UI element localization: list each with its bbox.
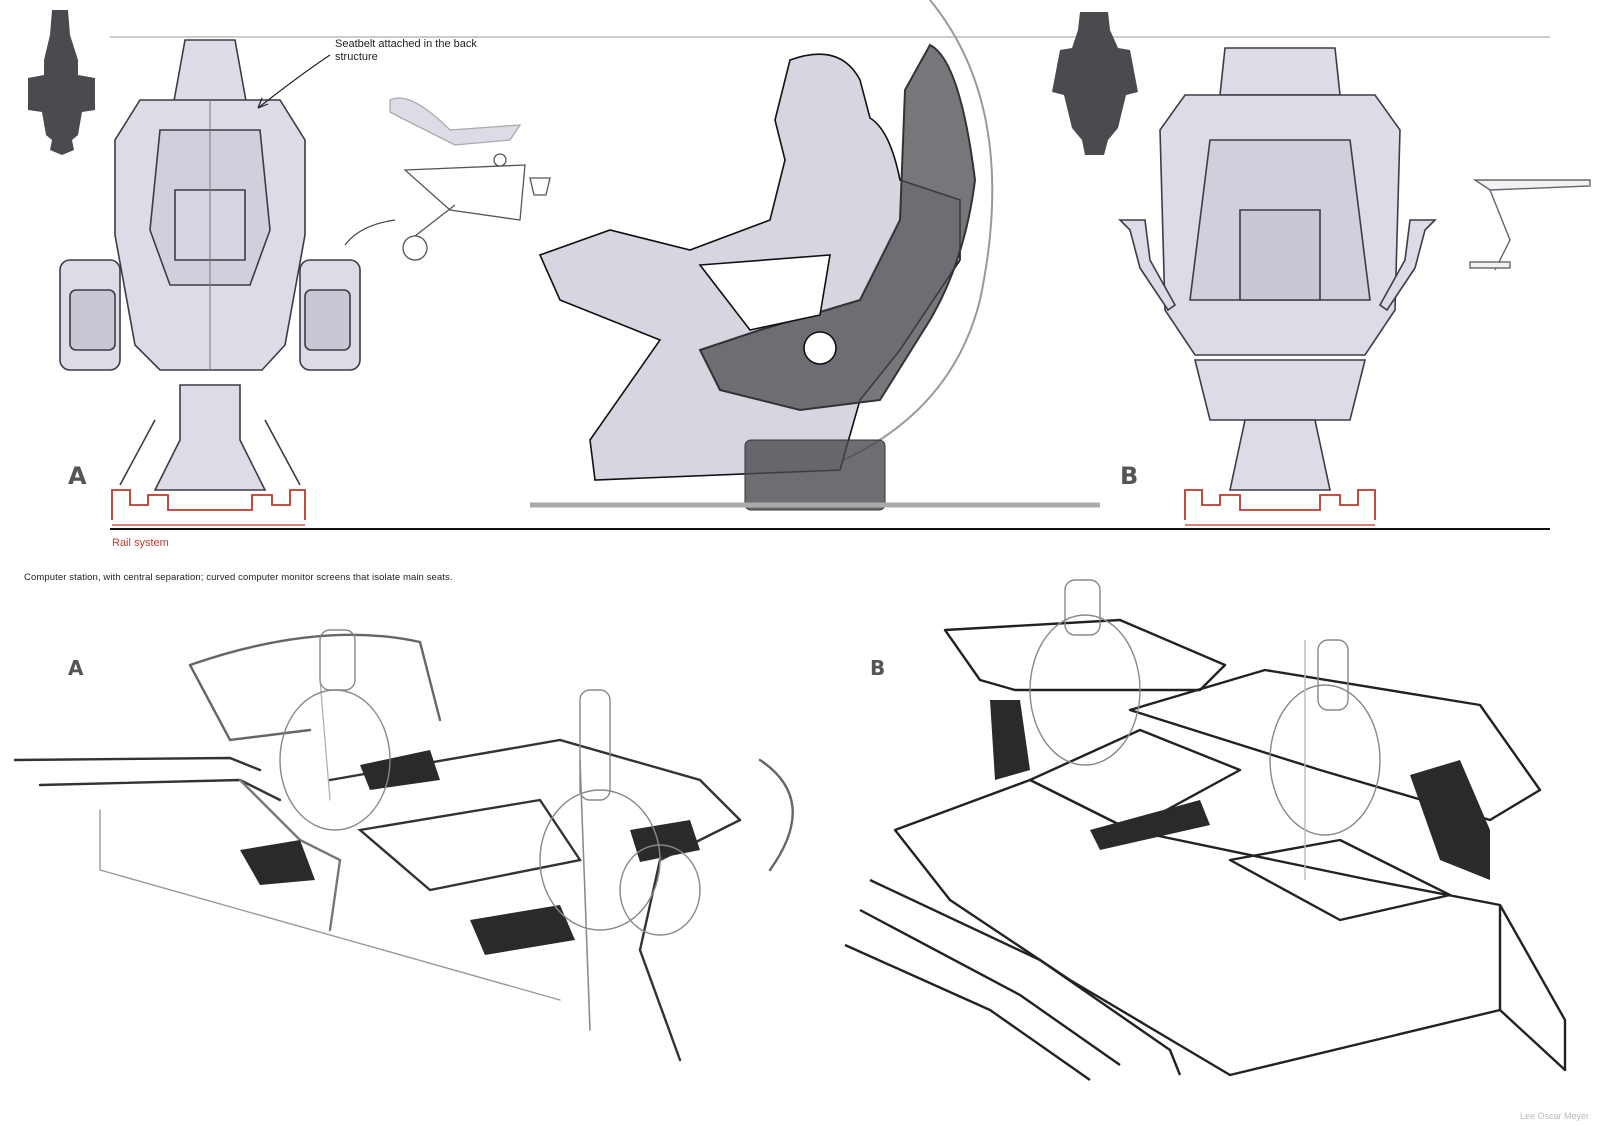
rail-system-b <box>1184 489 1376 520</box>
seatbelt-arrow-head <box>257 97 269 109</box>
artist-signature: Lee Oscar Meyer <box>1520 1111 1590 1121</box>
chair-front-view <box>59 39 361 491</box>
station-a-sketch <box>13 633 794 1062</box>
station-a-operators <box>279 629 701 936</box>
station-b-sketch <box>844 618 1567 1081</box>
seatbelt-annotation: Seatbelt attached in the back structure <box>335 38 477 63</box>
chair-a-label: A <box>68 462 87 490</box>
station-a-label: A <box>68 656 84 680</box>
side-view-seat <box>530 0 1100 511</box>
rail-system-a <box>111 489 306 520</box>
side-tray <box>698 254 831 331</box>
chair-back-silhouette-icon <box>1052 12 1138 155</box>
rail-system-label: Rail system <box>112 537 169 549</box>
seatbelt-arrow <box>257 54 331 109</box>
detail-pointer-arrow <box>344 219 396 246</box>
chair-back-view <box>1118 47 1437 491</box>
station-b-operators <box>1029 579 1381 880</box>
station-b-dark-panels <box>990 700 1490 880</box>
station-a-floor-panels <box>240 750 700 955</box>
chair-b-label: B <box>1120 462 1139 490</box>
arm-joint-detail <box>1469 179 1591 271</box>
seat-shell <box>698 43 977 412</box>
station-b-label: B <box>870 656 886 680</box>
chair-front-silhouette-icon <box>28 10 95 155</box>
armrest-detail-sketch <box>389 97 551 261</box>
seat-base <box>744 439 886 511</box>
station-caption: Computer station, with central separatio… <box>24 572 453 583</box>
